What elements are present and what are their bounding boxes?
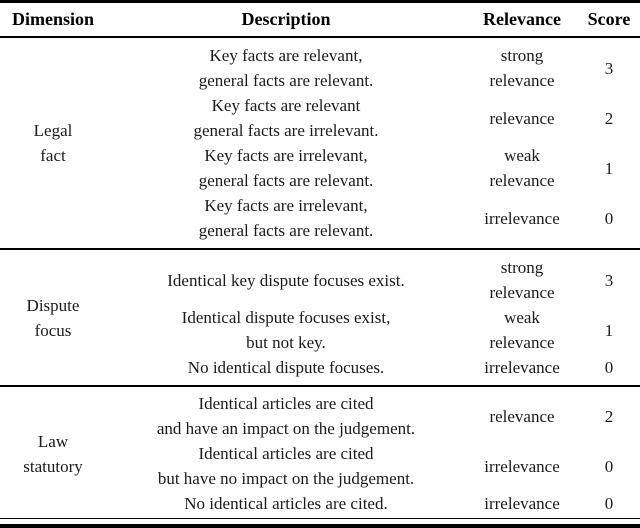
score-cell: 0 (604, 456, 614, 476)
score-cell: 3 (604, 58, 614, 78)
score-cell: 2 (604, 406, 614, 426)
description-cell: Identical key dispute focuses exist. (167, 270, 405, 290)
table-row: Key facts are irrelevant, general facts … (106, 143, 640, 193)
table-row: Identical articles are cited but have no… (106, 441, 640, 491)
score-cell: 0 (604, 208, 614, 228)
column-header-dimension: Dimension (11, 9, 94, 29)
score-cell: 3 (604, 270, 614, 290)
column-header-score: Score (587, 9, 631, 29)
score-cell: 1 (604, 320, 614, 340)
relevance-cell: irrelevance (484, 456, 560, 476)
score-cell: 1 (604, 158, 614, 178)
score-cell: 0 (604, 358, 614, 377)
description-cell: Identical articles are cited and have an… (156, 394, 416, 438)
description-cell: Key facts are irrelevant, general facts … (198, 196, 374, 240)
score-cell: 0 (604, 494, 614, 513)
dimension-line: fact (40, 146, 66, 165)
relevance-cell: relevance (489, 108, 555, 128)
column-header-description: Description (241, 9, 331, 29)
relevance-cell: strong relevance (489, 46, 555, 90)
section-law-statutory: Law statutory Identical articles are cit… (0, 387, 640, 519)
table-row: Key facts are relevant general facts are… (106, 93, 640, 143)
relevance-cell: relevance (489, 406, 555, 426)
relevance-cell: weak relevance (489, 146, 555, 190)
relevance-cell: weak relevance (489, 308, 555, 352)
description-cell: Identical articles are cited but have no… (157, 444, 415, 488)
dimension-cell: Legal fact (0, 43, 106, 243)
description-cell: No identical articles are cited. (184, 494, 388, 513)
score-cell: 2 (604, 108, 614, 128)
relevance-cell: irrelevance (484, 208, 560, 228)
table-row: No identical dispute focuses. irrelevanc… (106, 355, 640, 380)
table-row: Identical articles are cited and have an… (106, 391, 640, 441)
column-header-relevance: Relevance (483, 9, 561, 29)
table-row: Key facts are relevant, general facts ar… (106, 43, 640, 93)
dimension-cell: Dispute focus (0, 255, 106, 380)
dimension-line: Law (37, 431, 69, 451)
relevance-cell: strong relevance (489, 258, 555, 302)
relevance-cell: irrelevance (484, 494, 560, 513)
dimension-line: statutory (23, 456, 83, 476)
table-row: No identical articles are cited. irrelev… (106, 491, 640, 516)
relevance-cell: irrelevance (484, 358, 560, 377)
description-cell: Identical dispute focuses exist, but not… (181, 308, 391, 352)
description-cell: No identical dispute focuses. (187, 358, 385, 377)
table-row: Key facts are irrelevant, general facts … (106, 193, 640, 243)
dimension-cell: Law statutory (0, 391, 106, 516)
table-bottom-rule (0, 524, 640, 528)
dimension-line: focus (34, 320, 72, 340)
dimension-line: Dispute (26, 295, 80, 315)
description-cell: Key facts are relevant, general facts ar… (198, 46, 374, 90)
description-cell: Key facts are relevant general facts are… (193, 96, 379, 140)
section-dispute-focus: Dispute focus Identical key dispute focu… (0, 250, 640, 387)
table-row: Identical key dispute focuses exist. str… (106, 255, 640, 305)
table-header-row: Dimension Description Relevance Score (0, 3, 640, 38)
section-legal-fact: Legal fact Key facts are relevant, gener… (0, 38, 640, 250)
description-cell: Key facts are irrelevant, general facts … (198, 146, 374, 190)
dimension-line: Legal (33, 121, 73, 140)
table-row: Identical dispute focuses exist, but not… (106, 305, 640, 355)
